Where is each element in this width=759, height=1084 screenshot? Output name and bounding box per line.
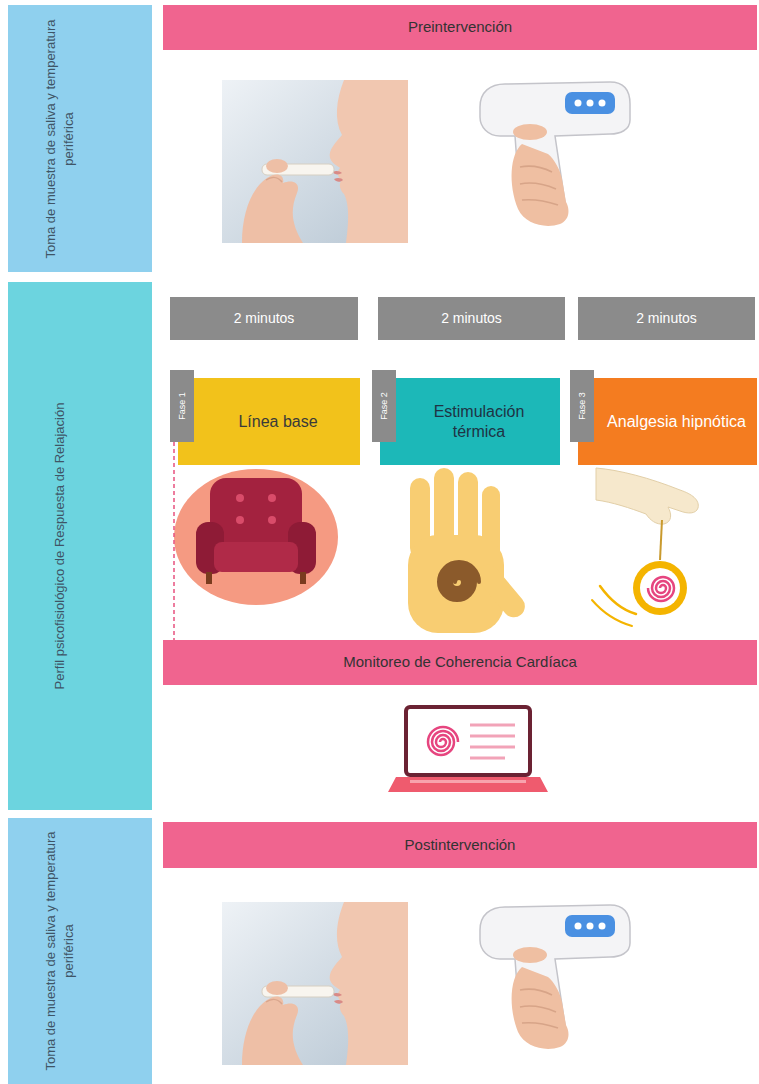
side-band: Perfil psicofisiológico de Respuesta de … — [8, 282, 152, 810]
bar-label: Postintervención — [405, 836, 516, 855]
stage-bar: Preintervención — [163, 5, 757, 50]
phase-title: Analgesia hipnótica — [607, 412, 746, 432]
phase-box: Analgesia hipnótica — [578, 378, 757, 465]
phase-number: Fase 1 — [176, 373, 188, 439]
hand-spiral-icon — [408, 468, 529, 633]
phase-title: Estimulación térmica — [406, 402, 552, 442]
band-label: Toma de muestra de saliva y temperatura … — [42, 830, 77, 1072]
duration-box: 2 minutos — [578, 297, 755, 340]
bar-label: 2 minutos — [441, 310, 502, 328]
phase-box: Línea base — [178, 378, 360, 465]
pendulum-icon — [592, 468, 698, 626]
stage-bar: Postintervención — [163, 822, 757, 868]
saliva-photo — [222, 902, 408, 1065]
bar-label: Preintervención — [408, 18, 512, 37]
bar-label: Monitoreo de Coherencia Cardíaca — [343, 653, 576, 672]
sofa-icon — [174, 469, 338, 605]
duration-box: 2 minutos — [378, 297, 565, 340]
thermometer-photo — [470, 895, 640, 1065]
duration-box: 2 minutos — [170, 297, 358, 340]
saliva-photo — [222, 80, 408, 243]
phase-tag: Fase 2 — [372, 370, 396, 442]
dashed-connector — [173, 442, 175, 640]
phase-tag: Fase 3 — [570, 370, 594, 442]
laptop-icon — [388, 707, 548, 792]
bar-label: 2 minutos — [234, 310, 295, 328]
phase-number: Fase 3 — [576, 373, 588, 439]
side-band: Toma de muestra de saliva y temperatura … — [8, 818, 152, 1084]
phase-number: Fase 2 — [378, 373, 390, 439]
phase-box: Estimulación térmica — [380, 378, 560, 465]
side-band: Toma de muestra de saliva y temperatura … — [8, 5, 152, 272]
thermometer-photo — [470, 72, 640, 242]
band-label: Perfil psicofisiológico de Respuesta de … — [51, 294, 69, 798]
monitoring-bar: Monitoreo de Coherencia Cardíaca — [163, 640, 757, 685]
band-label: Toma de muestra de saliva y temperatura … — [42, 17, 77, 260]
bar-label: 2 minutos — [636, 310, 697, 328]
phase-tag: Fase 1 — [170, 370, 194, 442]
phase-title: Línea base — [238, 412, 317, 432]
